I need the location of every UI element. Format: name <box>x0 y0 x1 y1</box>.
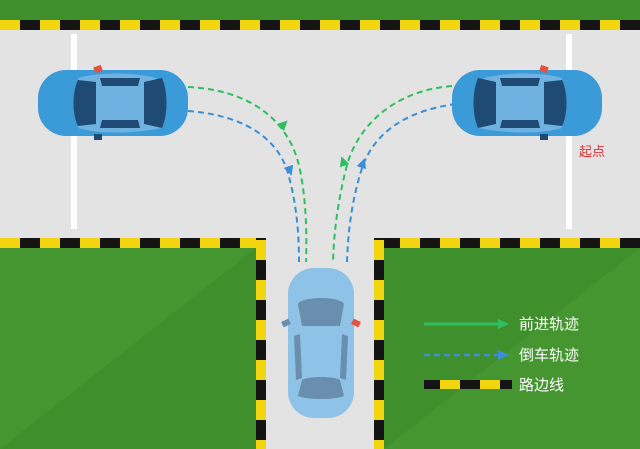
legend-label-reverse: 倒车轨迹 <box>519 346 580 364</box>
right-grass-block <box>374 238 640 449</box>
legend <box>424 319 512 389</box>
left-grass-block <box>0 238 266 449</box>
right-forward-trajectory <box>332 85 453 263</box>
left-block-side-curb <box>256 238 266 449</box>
car-bottom <box>281 268 361 418</box>
right-block-side-curb <box>374 238 384 449</box>
car-left <box>38 64 188 140</box>
legend-forward-line <box>424 319 509 329</box>
car-right <box>452 64 602 140</box>
legend-label-forward: 前进轨迹 <box>519 315 580 333</box>
legend-label-curb: 路边线 <box>519 376 565 394</box>
top-grass <box>0 0 640 20</box>
top-curb <box>0 20 640 30</box>
legend-reverse-line <box>424 350 509 360</box>
right-reverse-trajectory <box>346 103 457 263</box>
legend-curb-line <box>424 380 512 389</box>
left-reverse-trajectory <box>187 110 300 263</box>
left-block-top-curb <box>0 238 262 248</box>
start-point-label: 起点 <box>579 145 606 160</box>
right-block-top-curb <box>374 238 640 248</box>
left-forward-trajectory <box>187 86 308 263</box>
